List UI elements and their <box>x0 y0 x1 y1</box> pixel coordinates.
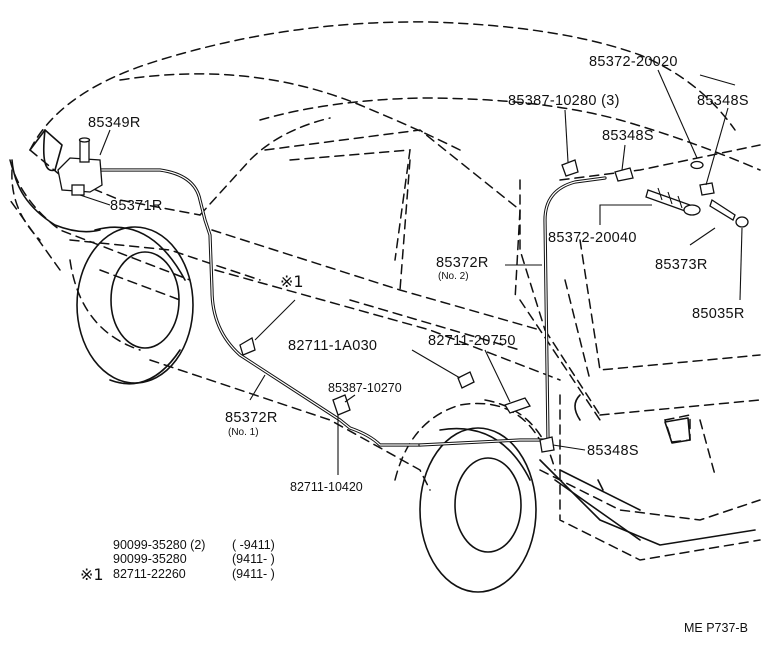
table-mark: ※1 <box>80 565 104 584</box>
label-85373R: 85373R <box>655 257 708 273</box>
car-body-solid-edges <box>11 129 756 546</box>
car-body-outline <box>9 21 761 561</box>
label-85372-20040: 85372-20040 <box>548 230 637 246</box>
label-85372R-no1-sub: (No. 1) <box>228 427 259 438</box>
diagram-code: ME P737-B <box>684 621 748 635</box>
grommet-85372-20020 <box>690 160 704 170</box>
washer-hose-path <box>88 168 607 447</box>
table-range: (9411- ) <box>232 567 275 581</box>
clip-82711-1A030 <box>457 371 475 389</box>
label-82711-10420: 82711-10420 <box>290 480 363 494</box>
table-row: 90099-35280 (2) ( -9411) <box>113 538 275 552</box>
label-85035R: 85035R <box>692 306 745 322</box>
washer-tank <box>57 137 103 193</box>
label-85387-10270: 85387-10270 <box>328 381 402 395</box>
table-row: ※1 82711-22260 (9411- ) <box>80 565 275 584</box>
joint-85348S-mid <box>614 167 634 182</box>
clip-85387-10280 <box>561 159 579 177</box>
clip-85387-10270 <box>332 394 351 416</box>
label-85372R-no2-sub: (No. 2) <box>438 271 469 282</box>
label-ref-mark-1: ※1 <box>280 272 304 291</box>
label-85371R: 85371R <box>110 198 163 214</box>
clip-82711-20750 <box>504 397 531 414</box>
table-range: (9411- ) <box>232 552 275 566</box>
label-85372R-no1: 85372R <box>225 410 278 426</box>
joint-85348S-bottom <box>539 436 555 453</box>
rear-wheel <box>419 427 537 593</box>
label-85349R: 85349R <box>88 115 141 131</box>
table-part: 90099-35280 <box>113 552 187 566</box>
label-85387-10280: 85387-10280 (3) <box>508 93 620 109</box>
label-82711-1A030: 82711-1A030 <box>288 338 377 354</box>
label-85372-20020: 85372-20020 <box>589 54 678 70</box>
parts-table: 90099-35280 (2) ( -9411) 90099-35280 (94… <box>80 538 275 584</box>
table-row: 90099-35280 (9411- ) <box>113 552 275 566</box>
hose-joint-85371R <box>71 184 85 196</box>
table-part: 82711-22260 <box>113 567 186 581</box>
leader-lines <box>79 69 743 475</box>
label-82711-20750: 82711-20750 <box>428 333 516 349</box>
label-85348S-bottom: 85348S <box>587 443 639 459</box>
front-wheel <box>76 226 194 385</box>
clip-ref-1 <box>239 337 256 356</box>
part-labels: 85349R 85371R 85387-10280 (3) 85372-2002… <box>88 54 749 494</box>
table-part: 90099-35280 (2) <box>113 538 205 552</box>
label-85348S-mid: 85348S <box>602 128 654 144</box>
label-85348S-top-right: 85348S <box>697 93 749 109</box>
table-range: ( -9411) <box>232 538 275 552</box>
label-85372R-no2: 85372R <box>436 255 489 271</box>
rear-nozzle-assembly <box>645 182 749 228</box>
